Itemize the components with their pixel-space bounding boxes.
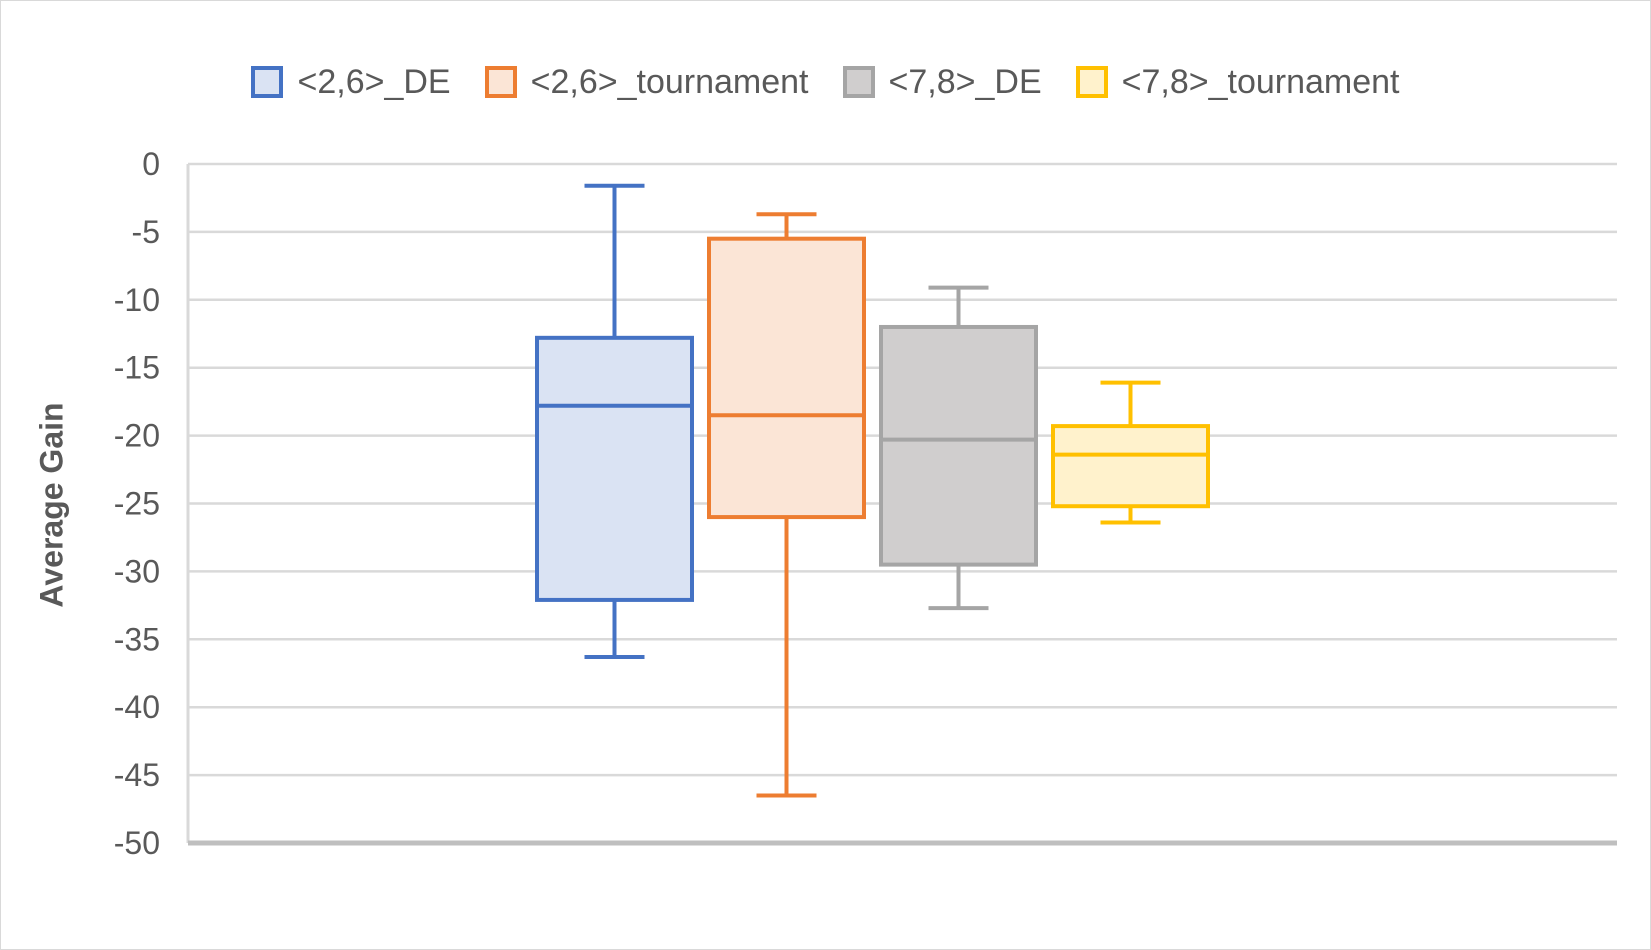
- y-tick-label: -40: [114, 689, 160, 725]
- y-tick-label: -25: [114, 486, 160, 522]
- legend-swatch-2-6-tournament: [484, 66, 517, 98]
- legend-item-2-6-de: <2,6>_DE: [251, 62, 451, 102]
- y-tick-label: -10: [114, 282, 160, 318]
- box-2-6-de: [535, 335, 694, 602]
- legend-item-7-8-de: <7,8>_DE: [842, 62, 1042, 102]
- y-tick-label: -30: [114, 553, 160, 589]
- y-tick-label: -50: [114, 825, 160, 861]
- box-7-8-tournament: [1051, 424, 1210, 509]
- legend-label-2-6-tournament: <2,6>_tournament: [530, 62, 809, 101]
- legend-swatch-2-6-de: [251, 66, 284, 98]
- legend-item-7-8-tournament: <7,8>_tournament: [1075, 62, 1400, 102]
- legend-item-2-6-tournament: <2,6>_tournament: [484, 62, 809, 102]
- legend-label-7-8-de: <7,8>_DE: [888, 62, 1042, 101]
- y-tick-label: -15: [114, 350, 160, 386]
- y-tick-label: -20: [114, 418, 160, 454]
- legend-swatch-7-8-de: [842, 66, 875, 98]
- y-tick-label: 0: [142, 146, 160, 182]
- legend-label-7-8-tournament: <7,8>_tournament: [1121, 62, 1400, 101]
- box-7-8-de: [879, 324, 1038, 567]
- y-tick-label: -45: [114, 757, 160, 793]
- legend: <2,6>_DE <2,6>_tournament <7,8>_DE <7,8>…: [0, 60, 1651, 104]
- box-2-6-tournament: [707, 236, 866, 520]
- y-tick-label: -35: [114, 621, 160, 657]
- legend-label-2-6-de: <2,6>_DE: [297, 62, 451, 101]
- legend-swatch-7-8-tournament: [1075, 66, 1108, 98]
- y-tick-label: -5: [132, 214, 160, 250]
